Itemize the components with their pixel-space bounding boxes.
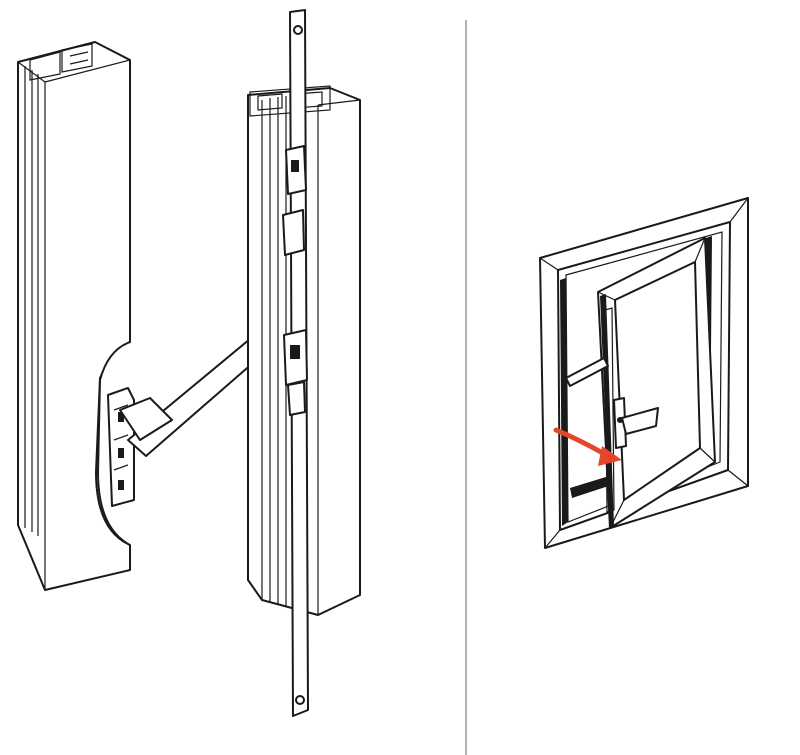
frame-profile-left <box>17 41 131 591</box>
window-stay-arm <box>561 357 609 399</box>
window-sash-open <box>597 237 716 529</box>
friction-stay-hardware-detail <box>17 9 361 717</box>
window-handle <box>613 397 659 449</box>
opening-direction-arrow <box>553 427 622 466</box>
tilt-open-window-view <box>539 197 749 549</box>
locking-bar <box>282 9 309 717</box>
